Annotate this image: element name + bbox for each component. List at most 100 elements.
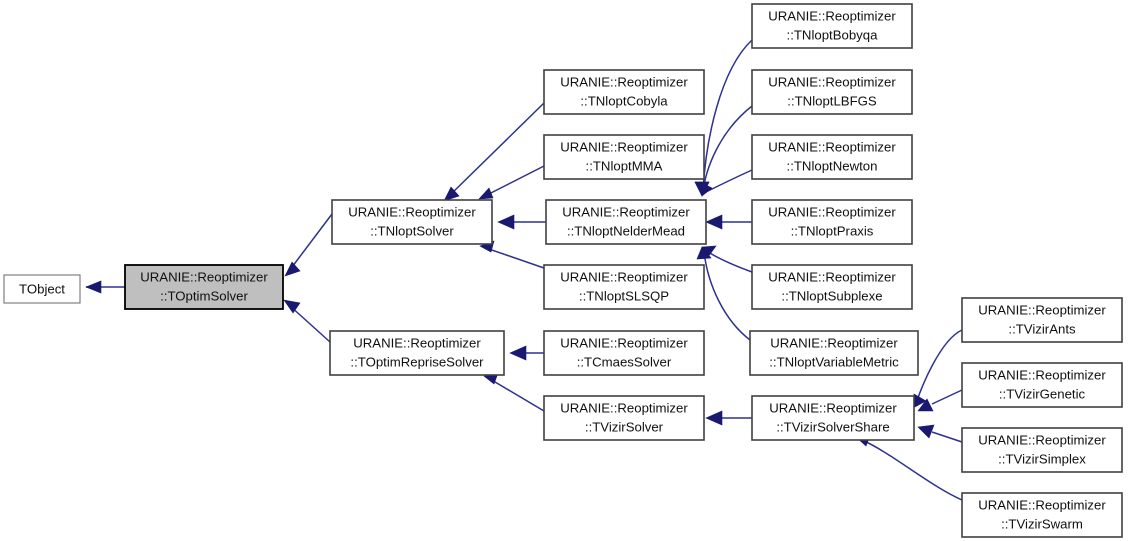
class-node-tnloptnewton[interactable]: URANIE::Reoptimizer::TNloptNewton (751, 134, 913, 180)
class-node-tcmaessolver[interactable]: URANIE::Reoptimizer::TCmaesSolver (543, 330, 705, 376)
class-node-tnloptsolver[interactable]: URANIE::Reoptimizer::TNloptSolver (331, 199, 493, 245)
class-node-name: ::TVizirSolver (585, 419, 664, 434)
class-node-box[interactable] (543, 69, 705, 115)
inheritance-edge-tnloptnewton-to-tnloptnelder (699, 169, 753, 197)
inheritance-edge-tvizirsimplex-to-tvizirshare (917, 424, 963, 443)
edge-line (288, 304, 331, 343)
class-node-tnloptcobyla[interactable]: URANIE::Reoptimizer::TNloptCobyla (543, 69, 705, 115)
edge-arrowhead-icon (443, 186, 460, 202)
class-node-tnloptpraxis[interactable]: URANIE::Reoptimizer::TNloptPraxis (751, 199, 913, 245)
class-node-namespace: URANIE::Reoptimizer (560, 400, 688, 415)
class-node-tvizirsolver[interactable]: URANIE::Reoptimizer::TVizirSolver (543, 395, 705, 441)
inheritance-edge-tnloptmma-to-tnloptsolver (478, 165, 545, 200)
class-node-name: ::TOptimSolver (160, 288, 248, 303)
class-node-tnloptslsqp[interactable]: URANIE::Reoptimizer::TNloptSLSQP (543, 264, 705, 310)
class-node-name: ::TVizirSwarm (1001, 516, 1083, 531)
class-node-tvizirgenetic[interactable]: URANIE::Reoptimizer::TVizirGenetic (961, 362, 1123, 408)
edge-arrowhead-icon (283, 299, 301, 314)
inheritance-edge-tnloptsubplexe-to-tnloptnelder (701, 245, 753, 273)
class-node-tnloptsubplexe[interactable]: URANIE::Reoptimizer::TNloptSubplexe (751, 264, 913, 310)
inheritance-edge-tvizirants-to-tvizirshare (912, 329, 963, 409)
edge-line (448, 102, 545, 197)
edge-line (702, 39, 753, 191)
class-node-box[interactable] (751, 69, 913, 115)
class-node-namespace: URANIE::Reoptimizer (560, 335, 688, 350)
inheritance-edge-tvizirgenetic-to-tvizirshare (917, 389, 963, 412)
class-node-toptimsolver[interactable]: URANIE::Reoptimizer::TOptimSolver (124, 264, 284, 310)
class-node-namespace: URANIE::Reoptimizer (768, 139, 896, 154)
class-node-namespace: URANIE::Reoptimizer (768, 74, 896, 89)
edge-arrowhead-icon (699, 181, 713, 197)
class-node-box[interactable] (329, 330, 505, 376)
class-node-tvizirsimplex[interactable]: URANIE::Reoptimizer::TVizirSimplex (961, 427, 1123, 473)
class-node-box[interactable] (543, 395, 705, 441)
class-node-box[interactable] (331, 199, 493, 245)
class-node-name: ::TNloptNelderMead (567, 223, 685, 238)
edge-line (931, 389, 963, 405)
class-node-box[interactable] (543, 264, 705, 310)
class-node-box[interactable] (124, 264, 284, 310)
edge-arrowhead-icon (705, 214, 723, 230)
class-node-namespace: URANIE::Reoptimizer (768, 8, 896, 23)
class-node-namespace: URANIE::Reoptimizer (353, 335, 481, 350)
inheritance-edge-tcmaessolver-to-toptimreprise (509, 345, 544, 361)
edge-line (288, 213, 333, 272)
class-node-box[interactable] (751, 264, 913, 310)
class-node-tvizirshare[interactable]: URANIE::Reoptimizer::TVizirSolverShare (751, 395, 915, 441)
class-node-box[interactable] (749, 330, 919, 376)
class-node-name: ::TVizirGenetic (999, 386, 1086, 401)
class-node-box[interactable] (751, 134, 913, 180)
class-node-box[interactable] (543, 330, 705, 376)
class-node-box[interactable] (543, 134, 705, 180)
class-node-tnloptvarmetric[interactable]: URANIE::Reoptimizer::TNloptVariableMetri… (749, 330, 919, 376)
class-node-tnloptnelder[interactable]: URANIE::Reoptimizer::TNloptNelderMead (545, 199, 707, 245)
class-node-name: ::TVizirSimplex (998, 451, 1086, 466)
edge-arrowhead-icon (478, 187, 494, 200)
edge-arrowhead-icon (509, 345, 527, 361)
inheritance-edge-toptimsolver-to-tobject (85, 280, 125, 294)
edge-arrowhead-icon (696, 246, 712, 260)
edge-arrowhead-icon (497, 214, 515, 230)
class-node-box[interactable] (751, 395, 915, 441)
class-node-name: ::TNloptBobyqa (787, 27, 879, 42)
class-node-name: TObject (19, 281, 65, 296)
edge-line (484, 165, 545, 197)
class-node-box[interactable] (3, 274, 81, 304)
edge-arrowhead-icon (917, 424, 935, 439)
edge-arrowhead-icon (85, 280, 102, 294)
inheritance-edge-tnloptpraxis-to-tnloptnelder (705, 214, 752, 230)
edge-line (861, 439, 963, 501)
class-node-name: ::TVizirSolverShare (776, 419, 889, 434)
edge-line (485, 247, 545, 269)
class-node-box[interactable] (961, 362, 1123, 408)
class-node-tnloptmma[interactable]: URANIE::Reoptimizer::TNloptMMA (543, 134, 705, 180)
class-node-box[interactable] (961, 492, 1123, 538)
edge-line (931, 431, 963, 443)
edge-arrowhead-icon (917, 398, 934, 412)
class-node-namespace: URANIE::Reoptimizer (560, 74, 688, 89)
class-node-name: ::TNloptCobyla (580, 93, 668, 108)
class-node-namespace: URANIE::Reoptimizer (978, 302, 1106, 317)
class-node-toptimreprise[interactable]: URANIE::Reoptimizer::TOptimRepriseSolver (329, 330, 505, 376)
inheritance-edge-tnloptvarmetric-to-tnloptnelder (696, 246, 751, 341)
class-node-tnloptbobyqa[interactable]: URANIE::Reoptimizer::TNloptBobyqa (751, 3, 913, 49)
class-node-tobject[interactable]: TObject (3, 274, 81, 304)
class-node-name: ::TNloptLBFGS (787, 93, 877, 108)
class-node-namespace: URANIE::Reoptimizer (768, 204, 896, 219)
class-node-tvizirswarm[interactable]: URANIE::Reoptimizer::TVizirSwarm (961, 492, 1123, 538)
edge-arrowhead-icon (705, 410, 723, 426)
inheritance-edge-tnloptslsqp-to-tnloptsolver (479, 240, 545, 269)
class-node-tvizirants[interactable]: URANIE::Reoptimizer::TVizirAnts (961, 297, 1123, 343)
class-node-box[interactable] (751, 199, 913, 245)
class-node-box[interactable] (961, 427, 1123, 473)
class-node-name: ::TNloptNewton (787, 158, 878, 173)
edges-layer (85, 39, 963, 501)
inheritance-edge-toptimreprise-to-toptimsolver (283, 299, 331, 343)
inheritance-edge-tnloptsolver-to-toptimsolver (284, 213, 333, 277)
class-node-box[interactable] (751, 3, 913, 49)
class-node-namespace: URANIE::Reoptimizer (978, 432, 1106, 447)
class-node-box[interactable] (961, 297, 1123, 343)
class-node-name: ::TNloptSolver (370, 223, 454, 238)
class-node-box[interactable] (545, 199, 707, 245)
class-node-tnloptlbfgs[interactable]: URANIE::Reoptimizer::TNloptLBFGS (751, 69, 913, 115)
